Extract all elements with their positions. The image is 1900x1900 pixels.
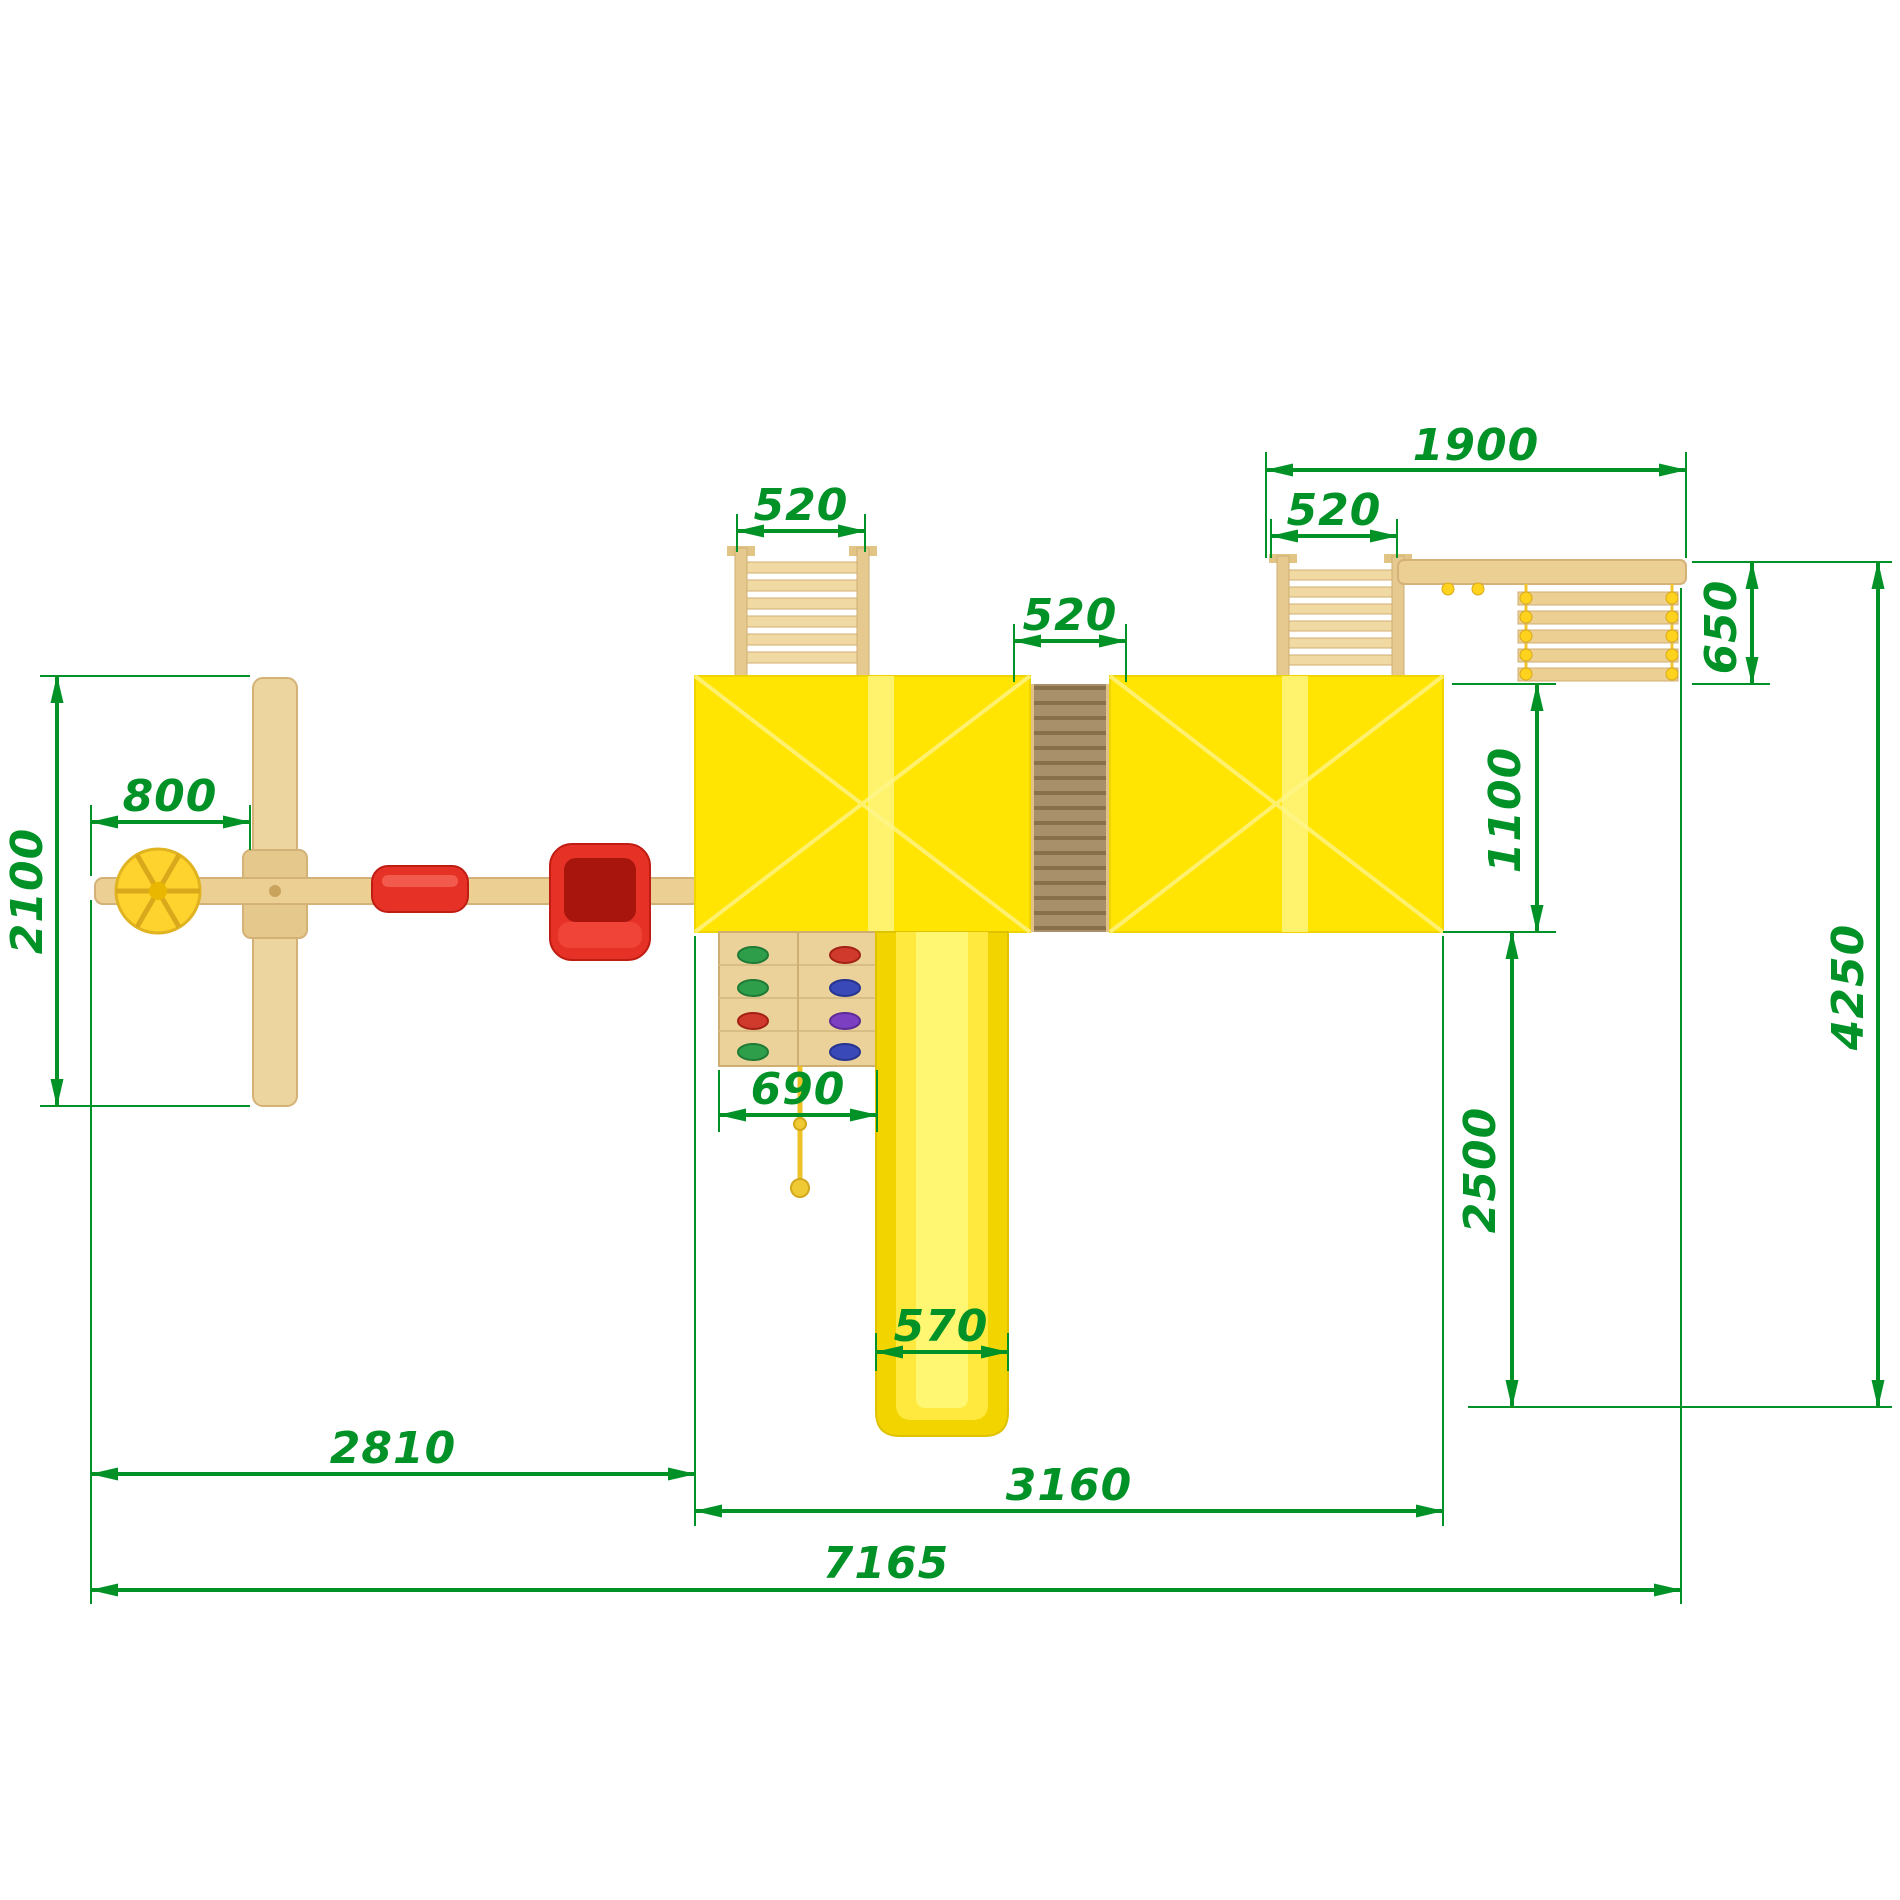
dim-label-tower1-ladder-width: 520 — [753, 480, 849, 531]
disc-swing — [114, 847, 202, 935]
dim-tower-section-3160 — [694, 936, 1444, 1526]
dim-swing-section-2810 — [90, 900, 696, 1604]
dim-label-beam-overhang: 1900 — [1412, 420, 1540, 471]
baby-swing — [549, 843, 651, 961]
dim-label-slide-width: 570 — [893, 1301, 989, 1352]
dim-disc-swing-800 — [90, 805, 251, 876]
dim-tower1-ladder-520 — [736, 514, 866, 552]
dim-label-total-depth: 4250 — [1823, 923, 1874, 1051]
dim-label-bridge-width: 520 — [1022, 590, 1118, 641]
climbing-wall — [718, 931, 878, 1067]
flat-swing — [371, 865, 469, 913]
dim-label-total-length: 7165 — [822, 1538, 950, 1589]
rope-rung-ladder — [1517, 584, 1679, 682]
dim-slide-section-2500 — [1468, 931, 1892, 1408]
dim-tower2-ladder-520 — [1270, 519, 1398, 558]
dim-bridge-520 — [1013, 624, 1127, 682]
tower1-roof — [693, 674, 1032, 934]
dim-label-tower2-ladder-width: 520 — [1286, 485, 1382, 536]
tower2-roof — [1108, 674, 1445, 934]
dim-label-climbing-wall-width: 690 — [750, 1064, 846, 1115]
dim-label-disc-swing-offset: 800 — [122, 771, 218, 822]
dim-tower-depth-1100 — [1443, 683, 1556, 933]
monkey-bar-beam — [1397, 559, 1687, 682]
playground-structure — [94, 546, 1687, 1437]
dim-rung-ladder-650 — [1692, 561, 1892, 685]
dim-total-length-7165 — [90, 588, 1682, 1604]
dim-label-swing-frame-depth: 2100 — [2, 827, 53, 955]
dim-label-rung-ladder-depth: 650 — [1696, 579, 1747, 675]
dim-climbing-wall-690 — [718, 1070, 878, 1132]
slide — [875, 931, 1009, 1437]
dimension-lines — [40, 452, 1892, 1604]
dim-slide-570 — [875, 1333, 1009, 1371]
tower2-ladder — [1269, 554, 1412, 679]
dim-label-swing-section-length: 2810 — [329, 1423, 457, 1474]
dim-beam-overhang-1900 — [1265, 452, 1687, 558]
dim-label-tower-depth: 1100 — [1480, 746, 1531, 874]
dim-swing-frame-2100 — [40, 675, 250, 1107]
bridge — [1024, 684, 1116, 932]
swing-beam-bolt — [269, 885, 281, 897]
climbing-rope — [790, 1066, 810, 1198]
dim-label-slide-section-depth: 2500 — [1455, 1106, 1506, 1234]
swing-assembly — [94, 677, 701, 1107]
tower1-ladder — [727, 546, 877, 679]
dim-label-tower-section-length: 3160 — [1005, 1460, 1133, 1511]
